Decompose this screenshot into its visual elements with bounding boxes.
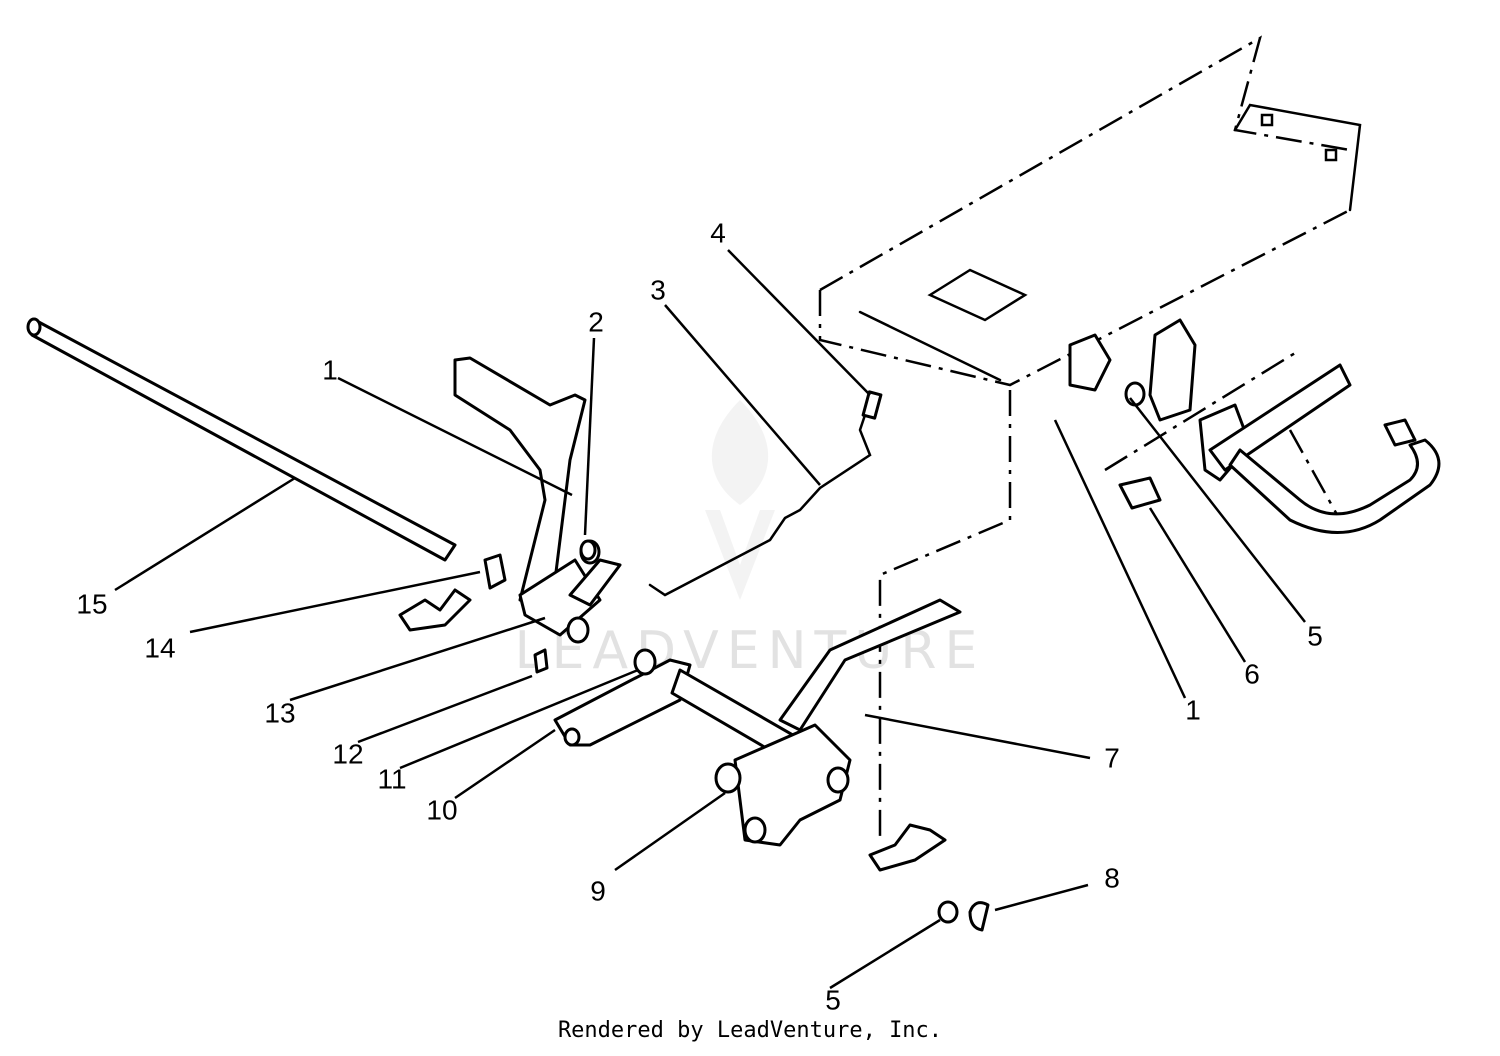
render-credit: Rendered by LeadVenture, Inc. <box>557 1018 943 1043</box>
watermark-logo <box>705 400 775 600</box>
callout-leaders <box>114 249 1306 990</box>
callout-label: 3 <box>650 274 666 305</box>
callout-label: 5 <box>1307 620 1323 651</box>
callout-label: 1 <box>322 354 338 385</box>
callout-label: 8 <box>1104 862 1120 893</box>
callout-label: 13 <box>264 697 295 728</box>
callout-label: 15 <box>76 588 107 619</box>
callout-label: 1 <box>1185 694 1201 725</box>
long-rod <box>26 317 457 562</box>
shaft-assembly <box>553 598 962 847</box>
callout-label: 7 <box>1104 742 1120 773</box>
callout-label: 9 <box>590 875 606 906</box>
pedal-lever <box>453 356 622 644</box>
callout-label: 12 <box>332 738 363 769</box>
callout-label: 6 <box>1244 658 1260 689</box>
callout-label: 5 <box>825 984 841 1015</box>
link-rod <box>648 390 883 597</box>
callout-label: 2 <box>588 306 604 337</box>
callout-label: 11 <box>377 763 406 794</box>
callout-labels: 1 2 3 4 1 5 6 5 7 8 9 10 11 12 13 14 15 <box>76 217 1322 1015</box>
small-parts <box>398 539 990 932</box>
callout-label: 4 <box>710 217 726 248</box>
callout-label: 14 <box>144 632 175 663</box>
right-bracket-assembly <box>1068 318 1441 534</box>
frame-housing <box>818 35 1362 840</box>
callout-label: 10 <box>426 794 457 825</box>
